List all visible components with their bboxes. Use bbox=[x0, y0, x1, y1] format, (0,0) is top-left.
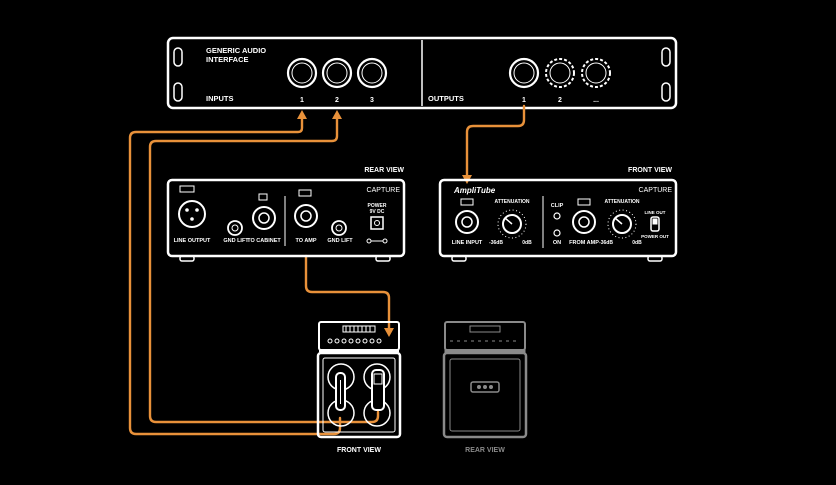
output-mode-switch[interactable] bbox=[650, 216, 660, 232]
amp-stack-rear bbox=[442, 321, 528, 439]
output-number-3: ... bbox=[593, 97, 599, 104]
input-number-1: 1 bbox=[300, 97, 304, 104]
output-jack-3[interactable] bbox=[581, 58, 611, 88]
amp-icon bbox=[577, 198, 591, 206]
power-dc-jack[interactable] bbox=[370, 216, 384, 230]
clip-label: CLIP bbox=[551, 203, 564, 209]
interface-title-line2: INTERFACE bbox=[206, 55, 249, 64]
attenuation-min-2: -36dB bbox=[599, 240, 613, 246]
amp-icon bbox=[298, 189, 312, 197]
input-number-2: 2 bbox=[335, 97, 339, 104]
output-number-2: 2 bbox=[558, 97, 562, 104]
line-output-xlr-jack[interactable] bbox=[178, 200, 206, 228]
clip-led bbox=[553, 212, 561, 220]
output-number-1: 1 bbox=[522, 97, 526, 104]
cabinet-icon bbox=[258, 193, 268, 201]
power-label-line1: POWER bbox=[368, 203, 387, 209]
line-output-label: LINE OUTPUT bbox=[174, 238, 211, 244]
gnd-lift-label-1: GND LIFT bbox=[223, 238, 249, 244]
to-cabinet-jack[interactable] bbox=[252, 206, 276, 230]
cables bbox=[128, 104, 526, 436]
attenuation-label-2: ATTENUATION bbox=[604, 199, 639, 205]
amp-front-view-label: FRONT VIEW bbox=[337, 447, 381, 454]
line-input-label: LINE INPUT bbox=[452, 240, 483, 246]
attenuation-min-1: -36dB bbox=[489, 240, 503, 246]
front-brand: CAPTURE bbox=[639, 187, 673, 194]
rack-ear-slot bbox=[661, 47, 671, 67]
input-jack-1[interactable] bbox=[286, 57, 318, 89]
inputs-label: INPUTS bbox=[206, 94, 234, 103]
amp-rear-view-label: REAR VIEW bbox=[465, 447, 505, 454]
arrow-into-input-2 bbox=[332, 110, 342, 119]
audio-interface: GENERIC AUDIO INTERFACE INPUTS OUTPUTS 1… bbox=[166, 36, 678, 110]
input-jack-2[interactable] bbox=[321, 57, 353, 89]
amplitube-logo: AmpliTube bbox=[453, 186, 496, 195]
on-led bbox=[553, 229, 561, 237]
rack-ear-slot bbox=[661, 82, 671, 102]
input-jack-3[interactable] bbox=[356, 57, 388, 89]
cable-mic-2-to-input-2 bbox=[148, 116, 380, 424]
attenuation-max-1: 0dB bbox=[522, 240, 532, 246]
arrow-into-amp-head bbox=[384, 328, 394, 337]
gnd-lift-label-2: GND LIFT bbox=[327, 238, 353, 244]
cable-output-1-to-line-input bbox=[465, 104, 526, 178]
capture-front-unit: AmpliTube CAPTURE LINE INPUT ATTENUATION… bbox=[438, 178, 678, 262]
to-amp-label: TO AMP bbox=[295, 238, 316, 244]
cable-mic-1-to-input-1 bbox=[128, 116, 342, 436]
rack-ear-slot bbox=[173, 47, 183, 67]
microphone-1-icon bbox=[335, 372, 346, 411]
power-label-line2: 9V DC bbox=[370, 209, 385, 215]
power-out-label: POWER OUT bbox=[641, 234, 669, 239]
on-label: ON bbox=[553, 240, 561, 246]
line-out-label: LINE OUT bbox=[645, 210, 666, 215]
outputs-label: OUTPUTS bbox=[428, 94, 464, 103]
to-cabinet-label: TO CABINET bbox=[247, 238, 281, 244]
attenuation-knob-2[interactable] bbox=[607, 209, 637, 239]
attenuation-label-1: ATTENUATION bbox=[494, 199, 529, 205]
rear-panel-jacks bbox=[470, 381, 500, 393]
front-view-label: FRONT VIEW bbox=[628, 167, 672, 174]
microphone-2-icon bbox=[371, 369, 385, 411]
interface-title-line1: GENERIC AUDIO bbox=[206, 46, 266, 55]
cable-to-amp-to-head bbox=[304, 254, 391, 330]
gnd-lift-switch-1[interactable] bbox=[227, 220, 243, 236]
input-number-3: 3 bbox=[370, 97, 374, 104]
amp-head-knobs bbox=[327, 338, 382, 344]
output-jack-2[interactable] bbox=[545, 58, 575, 88]
attenuation-knob-1[interactable] bbox=[497, 209, 527, 239]
arrow-into-input-1 bbox=[297, 110, 307, 119]
amp-stack-front bbox=[316, 321, 402, 439]
capture-rear-unit: CAPTURE LINE OUTPUT GND LIFT TO CABINET … bbox=[166, 178, 406, 262]
output-jack-1[interactable] bbox=[508, 57, 540, 89]
to-amp-jack[interactable] bbox=[294, 204, 318, 228]
rear-brand: CAPTURE bbox=[367, 187, 401, 194]
rack-ear-slot bbox=[173, 82, 183, 102]
line-icon bbox=[460, 198, 474, 206]
from-amp-jack[interactable] bbox=[572, 210, 596, 234]
brand-logo-icon bbox=[179, 185, 195, 193]
gnd-lift-switch-2[interactable] bbox=[331, 220, 347, 236]
from-amp-label: FROM AMP bbox=[569, 240, 599, 246]
polarity-icon bbox=[366, 238, 388, 244]
line-input-jack[interactable] bbox=[455, 210, 479, 234]
attenuation-max-2: 0dB bbox=[632, 240, 642, 246]
rear-view-label: REAR VIEW bbox=[364, 167, 404, 174]
